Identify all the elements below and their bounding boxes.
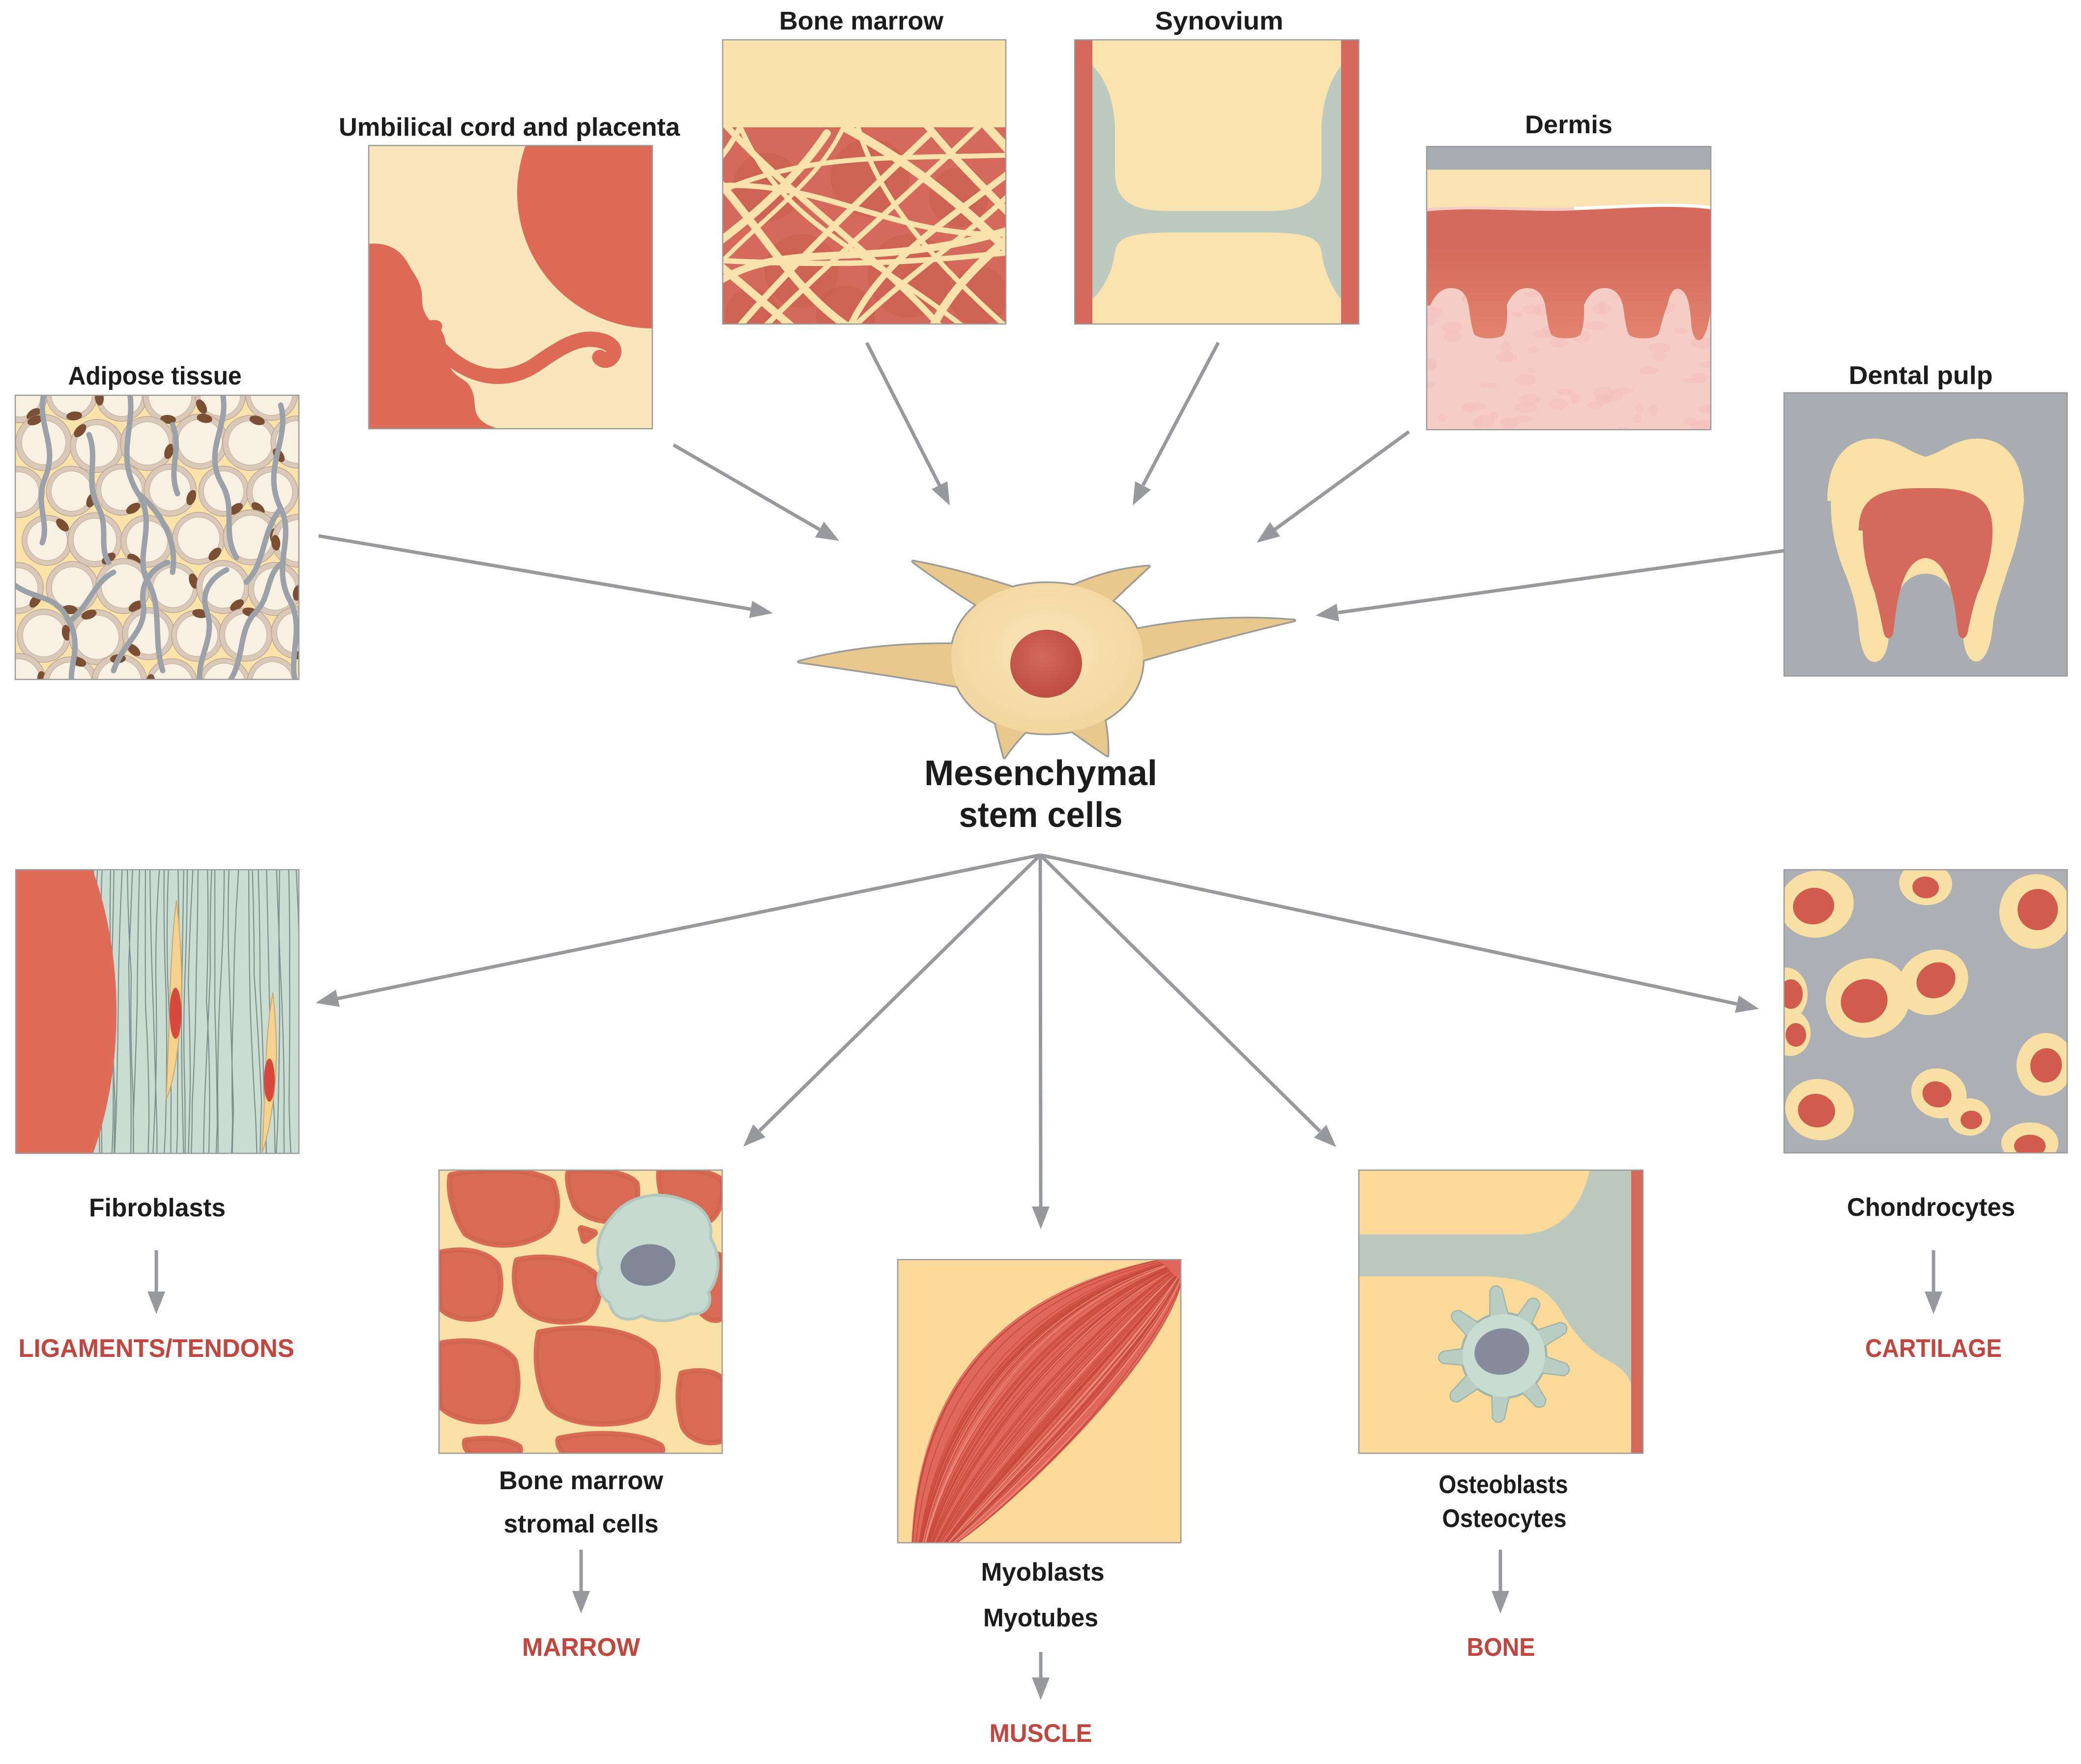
svg-text:Osteoblasts: Osteoblasts — [1439, 1470, 1568, 1499]
svg-text:Adipose tissue: Adipose tissue — [68, 362, 242, 390]
svg-text:BONE: BONE — [1467, 1633, 1535, 1662]
svg-text:Myoblasts: Myoblasts — [981, 1558, 1105, 1587]
svg-text:Osteocytes: Osteocytes — [1442, 1504, 1567, 1533]
svg-text:MUSCLE: MUSCLE — [990, 1719, 1092, 1748]
svg-text:Umbilical cord and placenta: Umbilical cord and placenta — [339, 113, 680, 142]
svg-text:Mesenchymal: Mesenchymal — [924, 754, 1157, 793]
svg-text:stromal cells: stromal cells — [504, 1510, 659, 1538]
svg-text:Fibroblasts: Fibroblasts — [89, 1194, 226, 1222]
svg-text:Bone marrow: Bone marrow — [499, 1467, 664, 1495]
svg-text:MARROW: MARROW — [522, 1633, 641, 1662]
svg-text:Myotubes: Myotubes — [983, 1604, 1098, 1632]
svg-text:Chondrocytes: Chondrocytes — [1847, 1193, 2015, 1222]
svg-text:stem cells: stem cells — [959, 795, 1123, 835]
svg-text:Bone marrow: Bone marrow — [779, 7, 944, 35]
svg-text:Dental pulp: Dental pulp — [1849, 361, 1993, 390]
svg-text:CARTILAGE: CARTILAGE — [1865, 1334, 2002, 1363]
svg-text:LIGAMENTS/TENDONS: LIGAMENTS/TENDONS — [19, 1334, 294, 1363]
svg-text:Synovium: Synovium — [1155, 7, 1284, 35]
svg-text:Dermis: Dermis — [1525, 111, 1612, 139]
